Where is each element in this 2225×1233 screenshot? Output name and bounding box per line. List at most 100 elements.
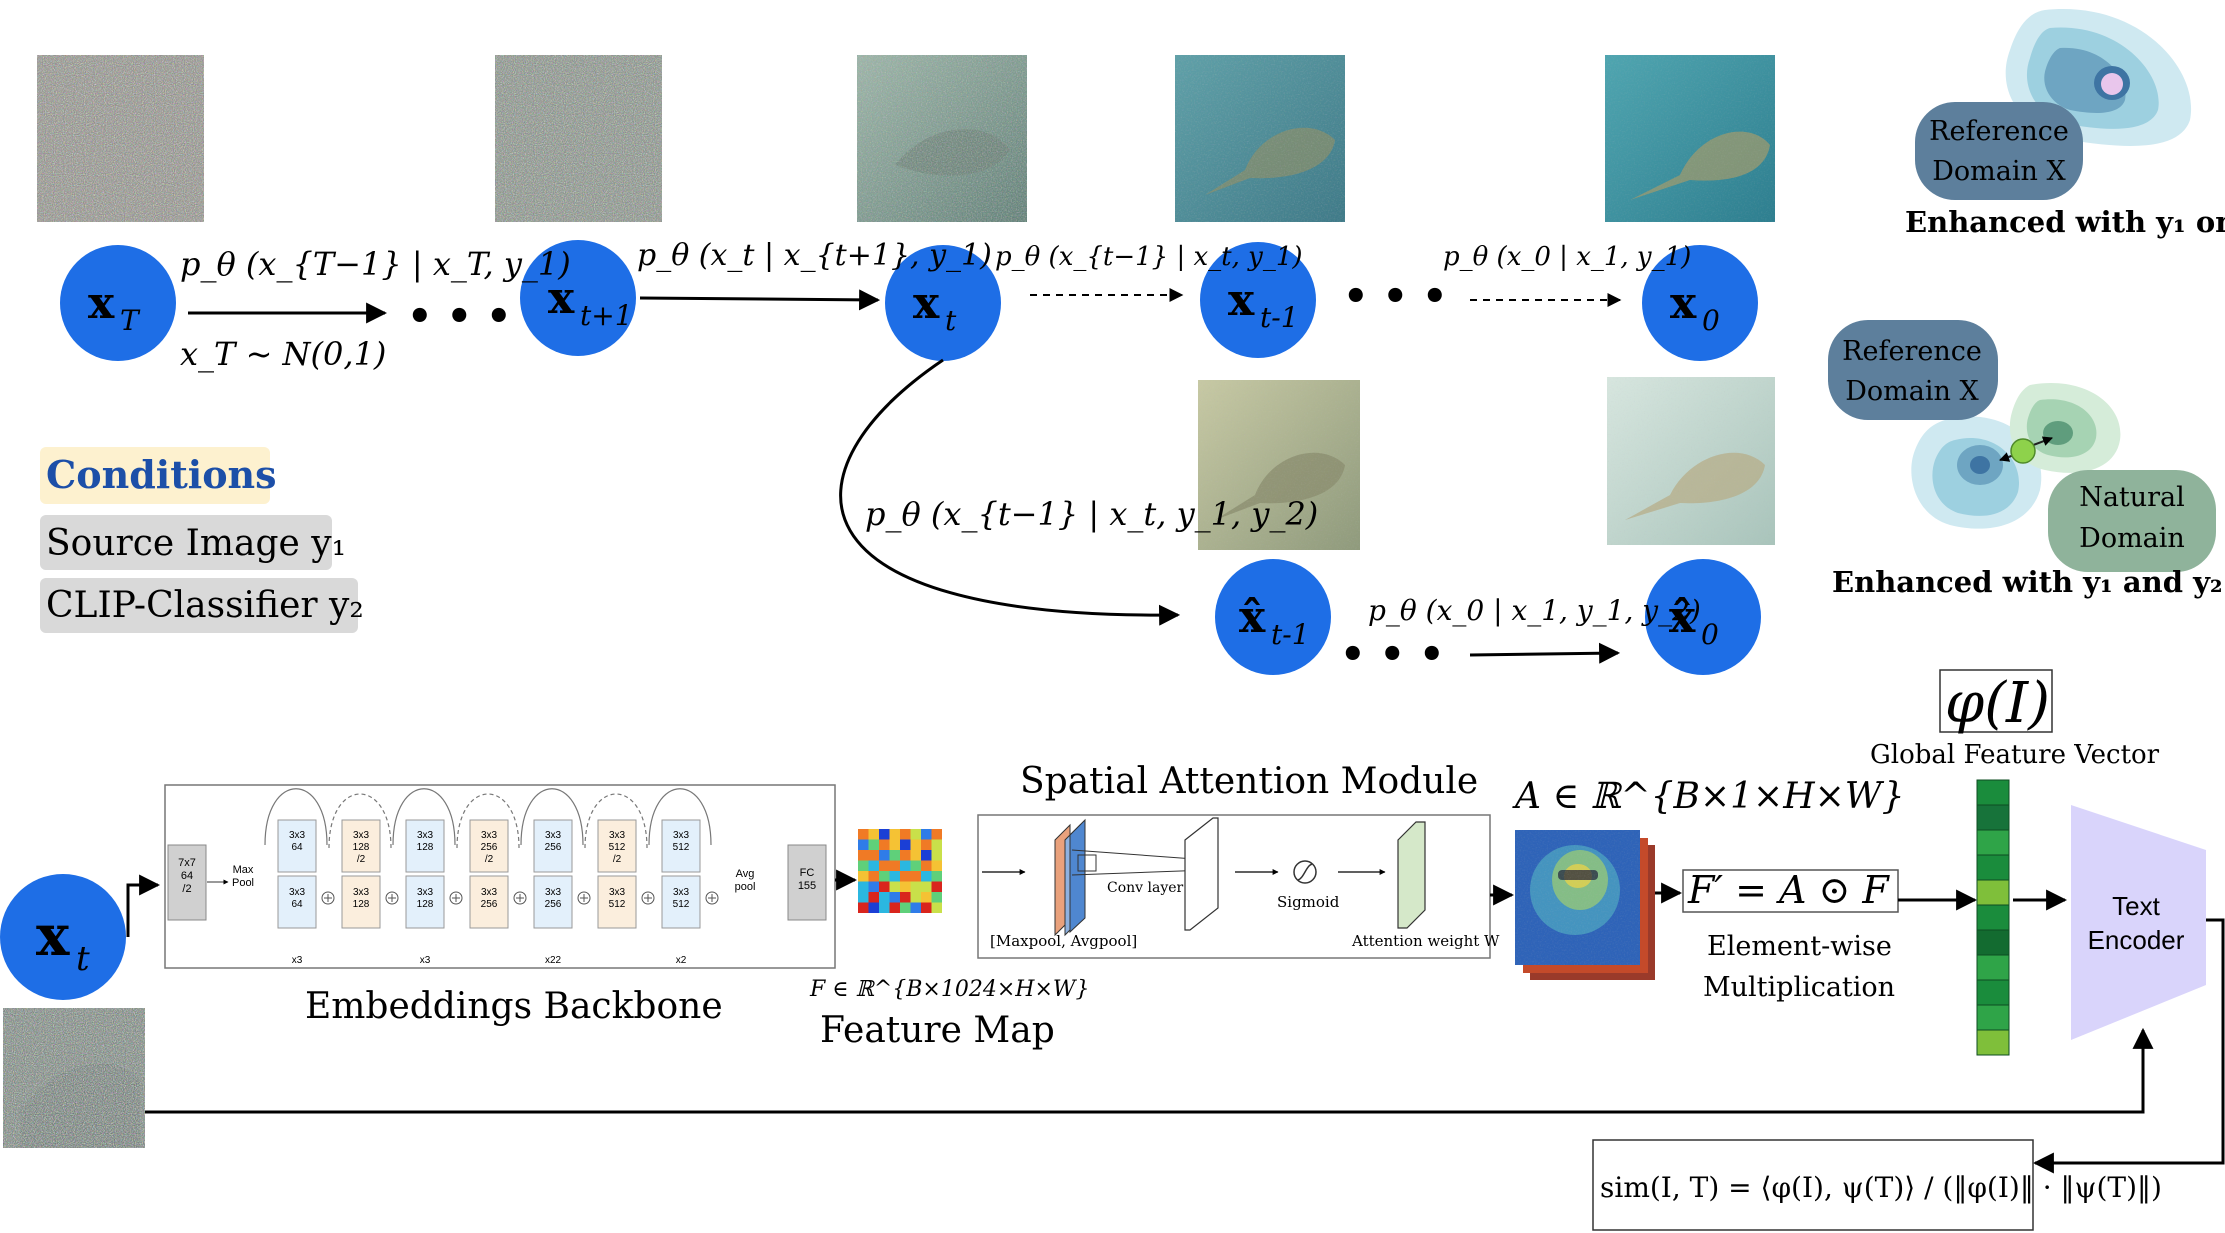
- nat-line1: Natural: [2079, 482, 2185, 513]
- feature-cell-2-5: [910, 850, 921, 861]
- feature-cell-3-0: [858, 860, 869, 871]
- backbone-skip-3: [456, 793, 520, 849]
- feature-cell-0-1: [868, 829, 879, 840]
- backbone-fc: [787, 844, 827, 921]
- vector-cell-6: [1976, 929, 2010, 956]
- image-xhat-0: [1607, 377, 1775, 545]
- vector-cell-9: [1976, 1004, 2010, 1031]
- backbone-block-b-0: [277, 875, 317, 929]
- feature-cell-6-7: [931, 892, 942, 903]
- feature-cell-1-2: [879, 839, 890, 850]
- feature-cell-1-7: [931, 839, 942, 850]
- conditions-title-box: [40, 447, 270, 504]
- image-xt1-noise: [495, 55, 662, 222]
- condition-clip-box: [40, 578, 358, 633]
- feature-cell-1-6: [921, 839, 932, 850]
- vector-cell-3: [1976, 854, 2010, 881]
- feature-cell-5-6: [921, 881, 932, 892]
- backbone-skip-2: [392, 788, 456, 846]
- backbone-first-conv: [167, 844, 207, 921]
- feature-cell-5-5: [910, 881, 921, 892]
- sam-weight-label: Attention weight W: [1351, 932, 1500, 950]
- backbone-block-b-2: [405, 875, 445, 929]
- prior-label: x_T ~ N(0,1): [180, 335, 386, 373]
- feature-cell-3-7: [931, 860, 942, 871]
- node-top-letter-2: x: [913, 278, 940, 329]
- node-top-1: [520, 240, 636, 356]
- feature-cell-2-6: [921, 850, 932, 861]
- feature-cell-6-3: [889, 892, 900, 903]
- node-top-2: [885, 245, 1001, 361]
- feature-cell-0-4: [900, 829, 911, 840]
- vector-cell-10: [1976, 1029, 2010, 1056]
- image-x0-enhanced: [1605, 55, 1775, 222]
- feature-cell-6-0: [858, 892, 869, 903]
- node-top-sub-3: t-1: [1260, 301, 1299, 334]
- node-top-3: [1200, 242, 1316, 358]
- node-bottom-sub-0: t-1: [1271, 618, 1310, 651]
- feature-cell-7-5: [910, 902, 921, 913]
- domain-illustration-2: [1828, 320, 2216, 572]
- attention-weight-map: [1397, 821, 1426, 929]
- elementwise-line2: Multiplication: [1703, 972, 1895, 1003]
- image-xt-1-denoised: [1175, 55, 1345, 222]
- transition-label-2: p_θ (x_t | x_{t+1}, y_1): [637, 238, 992, 273]
- backbone-skip-6: [648, 788, 712, 846]
- sam-title: Spatial Attention Module: [1020, 761, 1478, 802]
- feature-cell-4-4: [900, 871, 911, 882]
- vector-cell-2: [1976, 829, 2010, 856]
- feature-cell-5-0: [858, 881, 869, 892]
- backbone-block-b-5: [597, 875, 637, 929]
- backbone-block-a-4: [533, 819, 573, 873]
- feature-cell-1-3: [889, 839, 900, 850]
- feature-cell-3-5: [910, 860, 921, 871]
- ref2-line2: Domain X: [1845, 376, 1979, 407]
- feature-cell-4-7: [931, 871, 942, 882]
- feature-map-heatmap: [858, 829, 942, 913]
- text-encoder: [2071, 805, 2206, 1040]
- feature-cell-0-2: [879, 829, 890, 840]
- feature-cell-4-1: [868, 871, 879, 882]
- node-top-sub-1: t+1: [580, 299, 633, 332]
- ref1-line2: Domain X: [1932, 156, 2066, 187]
- backbone-block-b-6: [661, 875, 701, 929]
- feature-cell-1-0: [858, 839, 869, 850]
- text-encoder-line2: Encoder: [2088, 925, 2185, 955]
- arrow-dots-to-xhat0: [1469, 642, 1621, 664]
- feature-cell-2-3: [889, 850, 900, 861]
- sam-pool-maps: [1054, 818, 1086, 937]
- sam-conv-lines: [1071, 817, 1219, 931]
- feature-cell-4-5: [910, 871, 921, 882]
- feature-cell-0-5: [910, 829, 921, 840]
- feature-cell-7-6: [921, 902, 932, 913]
- elementwise-line1: Element-wise: [1707, 931, 1892, 962]
- backbone-block-a-0: [277, 819, 317, 873]
- vector-cell-7: [1976, 954, 2010, 981]
- node-top-letter-0: x: [88, 278, 115, 329]
- feature-cell-0-7: [931, 829, 942, 840]
- feature-map-formula: F ∈ ℝ^{B×1024×H×W}: [809, 977, 1090, 1002]
- attention-map-stack: [1515, 830, 1655, 980]
- feature-cell-2-7: [931, 850, 942, 861]
- vector-cell-0: [1976, 779, 2010, 806]
- feature-cell-5-7: [931, 881, 942, 892]
- backbone-skip-1: [328, 793, 392, 849]
- phi-box: [1939, 669, 2053, 733]
- backbone-label: Embeddings Backbone: [305, 986, 723, 1027]
- arrow-image-to-text-encoder: [145, 1027, 2154, 1114]
- feature-cell-5-3: [889, 881, 900, 892]
- backbone-count-2: x3: [420, 955, 431, 966]
